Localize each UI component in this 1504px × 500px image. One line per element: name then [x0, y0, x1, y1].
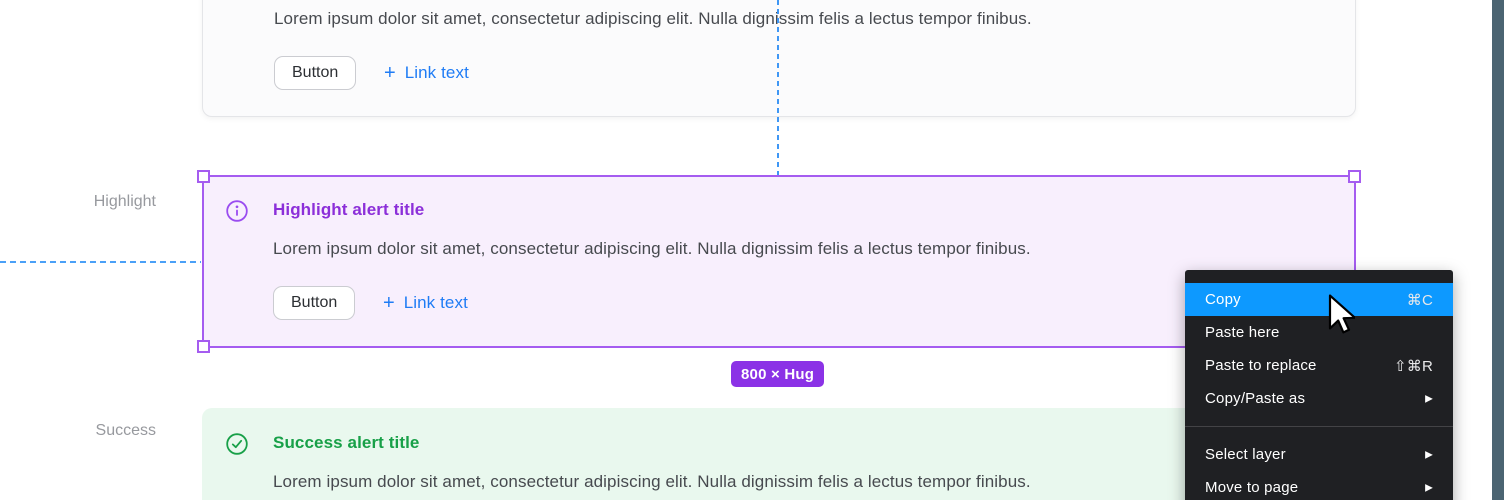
alert-button[interactable]: Button — [273, 286, 356, 320]
menu-item-label: Copy/Paste as — [1205, 390, 1306, 407]
section-label-highlight: Highlight — [93, 193, 156, 210]
submenu-arrow-icon: ▶ — [1425, 449, 1433, 461]
alert-card-neutral[interactable]: Lorem ipsum dolor sit amet, consectetur … — [202, 0, 1356, 117]
menu-item-paste-to-replace[interactable]: Paste to replace ⇧⌘R — [1185, 349, 1453, 382]
menu-item-label: Paste here — [1205, 324, 1280, 341]
selection-size-badge: 800 × Hug — [731, 361, 825, 387]
vertical-guide-line — [777, 0, 779, 175]
alert-title: Success alert title — [273, 433, 420, 452]
plus-icon: + — [383, 292, 395, 314]
menu-item-label: Move to page — [1205, 479, 1299, 496]
menu-item-copy-paste-as[interactable]: Copy/Paste as ▶ — [1185, 382, 1453, 415]
menu-item-copy[interactable]: Copy ⌘C — [1185, 283, 1453, 316]
menu-item-paste-here[interactable]: Paste here — [1185, 316, 1453, 349]
menu-divider — [1185, 426, 1453, 427]
horizontal-guide-line — [0, 261, 201, 263]
menu-item-label: Copy — [1205, 291, 1241, 308]
menu-item-move-to-page[interactable]: Move to page ▶ — [1185, 471, 1453, 500]
submenu-arrow-icon: ▶ — [1425, 393, 1433, 405]
menu-item-shortcut: ⌘C — [1406, 291, 1433, 309]
menu-item-select-layer[interactable]: Select layer ▶ — [1185, 438, 1453, 471]
alert-body-text: Lorem ipsum dolor sit amet, consectetur … — [273, 472, 1031, 491]
alert-button[interactable]: Button — [274, 56, 357, 90]
plus-icon: + — [384, 62, 396, 84]
submenu-arrow-icon: ▶ — [1425, 482, 1433, 494]
alert-link[interactable]: + Link text — [383, 286, 468, 320]
info-icon — [226, 200, 248, 222]
section-label-success: Success — [95, 422, 156, 439]
link-label: Link text — [403, 293, 468, 312]
check-circle-icon — [226, 433, 248, 455]
alert-body-text: Lorem ipsum dolor sit amet, consectetur … — [273, 239, 1031, 258]
menu-item-label: Select layer — [1205, 446, 1286, 463]
right-panel-edge — [1492, 0, 1504, 500]
alert-body-text: Lorem ipsum dolor sit amet, consectetur … — [274, 9, 1032, 28]
menu-item-shortcut: ⇧⌘R — [1393, 357, 1433, 375]
alert-card-highlight[interactable]: Highlight alert title Lorem ipsum dolor … — [202, 175, 1356, 348]
link-label: Link text — [404, 63, 469, 82]
menu-item-label: Paste to replace — [1205, 357, 1317, 374]
context-menu: Copy ⌘C Paste here Paste to replace ⇧⌘R … — [1185, 270, 1453, 500]
alert-title: Highlight alert title — [273, 200, 425, 219]
alert-link[interactable]: + Link text — [384, 56, 469, 90]
alert-card-success[interactable]: Success alert title Lorem ipsum dolor si… — [202, 408, 1356, 500]
